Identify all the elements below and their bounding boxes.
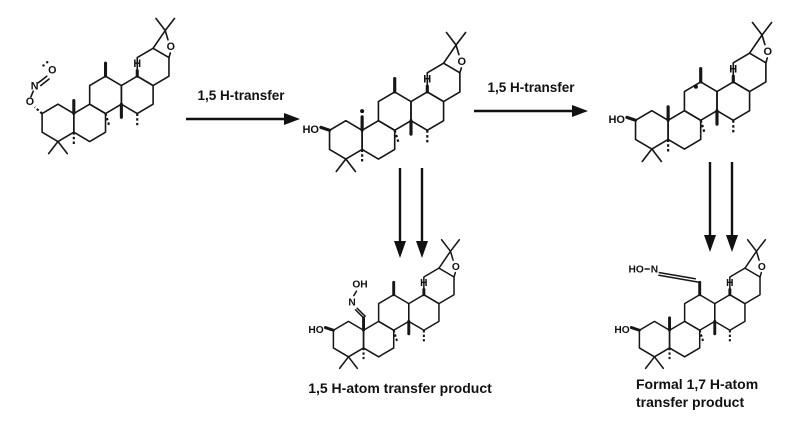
arrowhead-down <box>416 241 428 258</box>
nitrite-group: O N O <box>26 61 57 115</box>
radical-dot <box>693 84 698 89</box>
oxime-ho-label: HO <box>629 265 644 276</box>
hydroxyl-group: HO <box>308 325 335 336</box>
c-n-double-bond <box>658 271 701 284</box>
skeleton-use <box>633 20 775 164</box>
double-arrow-down-1 <box>394 168 428 258</box>
nitrogen-label: N <box>651 265 658 276</box>
stereo-bond-to-O <box>33 106 43 115</box>
skeleton-use <box>40 16 177 156</box>
arrowhead-right <box>284 113 300 125</box>
skeleton-use <box>637 238 768 370</box>
molecule-radical-1: HO <box>302 30 469 174</box>
c-oh-bond <box>625 115 638 122</box>
c-oh-bond <box>323 326 335 332</box>
molecule-nitrite-reactant: O N O <box>26 16 177 156</box>
arrowhead-down <box>394 241 406 258</box>
n-o-double-bond <box>37 75 50 87</box>
c-oh-bond <box>629 326 641 332</box>
arrowhead-down <box>726 235 738 252</box>
arrowhead-down <box>704 235 716 252</box>
product1-label: 1,5 H-atom transfer product <box>308 380 492 396</box>
hydroxyl-group: HO <box>614 325 641 336</box>
hydroxyl-label: HO <box>302 124 319 136</box>
arrow1-label: 1,5 H-transfer <box>197 88 285 103</box>
reaction-arrow-2 <box>474 105 588 117</box>
lone-pair-dot <box>42 64 45 67</box>
molecule-radical-2: HO <box>608 20 775 164</box>
arrowhead-right <box>572 105 588 117</box>
double-arrow-down-2 <box>704 162 738 252</box>
skeleton-use <box>327 30 469 174</box>
hydroxyl-label: HO <box>614 325 629 336</box>
c-oh-bond <box>319 125 332 132</box>
nitrogen-label: N <box>31 80 39 92</box>
oxime-oh-label: OH <box>352 280 367 291</box>
c-n-double-bond <box>354 307 366 319</box>
nitroso-oxygen-label: O <box>48 64 56 76</box>
arrow2-label: 1,5 H-transfer <box>487 80 575 95</box>
reaction-arrow-1 <box>186 113 300 125</box>
hydroxyl-label: HO <box>308 325 323 336</box>
oxime-group: N OH <box>348 280 368 319</box>
o-n-bond <box>30 90 35 98</box>
molecule-product-17: HO HO N <box>614 238 768 370</box>
lone-pair-dot <box>46 61 49 64</box>
ester-oxygen-label: O <box>26 96 34 108</box>
product2-label: Formal 1,7 H-atom transfer product <box>636 376 759 410</box>
hydroxyl-group: HO <box>302 124 332 136</box>
hydroxyl-label: HO <box>608 114 625 126</box>
n-oh-bond <box>353 290 358 297</box>
radical-dot <box>360 109 365 114</box>
molecule-product-15: HO N OH <box>308 238 462 370</box>
hydroxyl-group: HO <box>608 114 638 126</box>
nitrogen-label: N <box>348 297 355 308</box>
oxime-group: HO N <box>629 265 701 284</box>
